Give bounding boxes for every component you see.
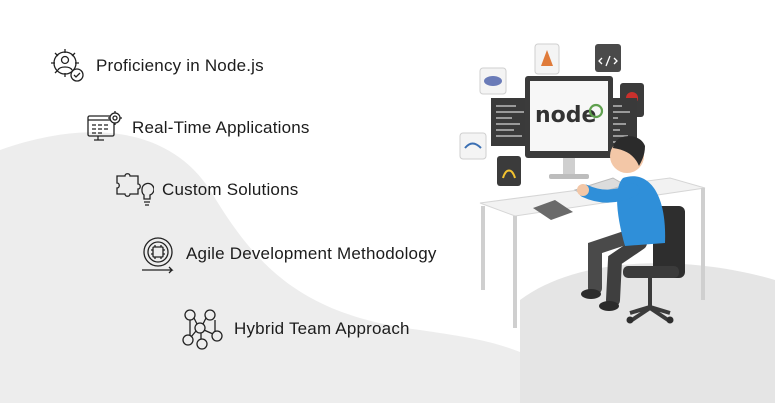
feature-proficiency-nodejs: Proficiency in Node.js <box>48 46 264 86</box>
gear-user-check-icon <box>48 46 88 86</box>
team-network-icon <box>180 306 226 352</box>
feature-real-time-applications: Real-Time Applications <box>84 108 310 148</box>
feature-label: Proficiency in Node.js <box>96 56 264 75</box>
developer-person <box>577 136 685 324</box>
agile-cycle-icon <box>138 234 178 274</box>
puzzle-bulb-icon <box>114 170 154 210</box>
feature-label: Agile Development Methodology <box>186 244 437 263</box>
feature-agile-development: Agile Development Methodology <box>138 234 437 274</box>
node-logo: node <box>535 103 596 128</box>
feature-custom-solutions: Custom Solutions <box>114 170 298 210</box>
realtime-dashboard-icon <box>84 108 124 148</box>
feature-hybrid-team: Hybrid Team Approach <box>180 306 410 352</box>
monitor: node <box>525 76 613 179</box>
feature-label: Hybrid Team Approach <box>234 319 410 338</box>
feature-label: Custom Solutions <box>162 180 299 199</box>
feature-label: Real-Time Applications <box>132 118 310 137</box>
developer-at-desk-illustration: node <box>459 43 706 328</box>
